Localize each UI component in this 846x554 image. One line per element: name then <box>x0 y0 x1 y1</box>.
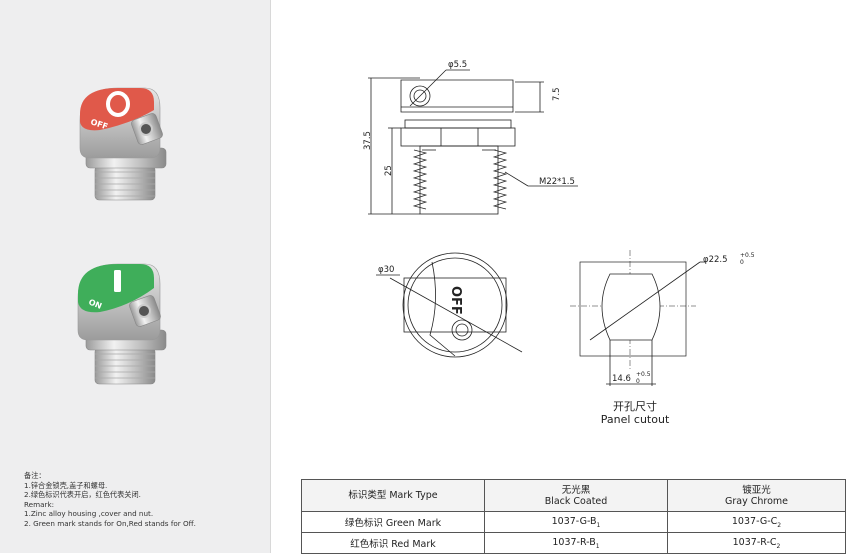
dim-cutout-diameter-tolerance-upper: +0.5 <box>740 252 755 259</box>
dim-body-diameter: φ30 <box>378 265 394 275</box>
row-mark-green: 绿色标识 Green Mark <box>301 511 485 533</box>
dim-cap-height: 7.5 <box>552 87 562 101</box>
panel-cutout-caption: 开孔尺寸 Panel cutout <box>560 400 710 426</box>
note-line-en-1: 1.Zinc alloy housing ,cover and nut. <box>24 509 154 519</box>
table-row: 绿色标识 Green Mark 1037-G-B1 1037-G-C2 <box>301 511 846 533</box>
dim-total-height: 37.5 <box>363 131 373 150</box>
dial-off-label: OFF <box>448 286 463 315</box>
row-red-chrome-code: 1037-R-C2 <box>667 532 846 554</box>
note-line-en-2: 2. Green mark stands for On,Red stands f… <box>24 518 196 528</box>
dim-cutout-flat: 14.6 <box>612 374 631 384</box>
panel-divider <box>270 0 271 553</box>
panel-cutout-caption-en: Panel cutout <box>600 413 670 426</box>
panel-cutout-caption-cn: 开孔尺寸 <box>613 400 657 413</box>
table-row: 红色标识 Red Mark 1037-R-B1 1037-R-C2 <box>301 532 846 554</box>
dim-cutout-diameter-tolerance-lower: 0 <box>740 259 744 266</box>
dim-hole-diameter: φ5.5 <box>448 60 467 70</box>
note-line-cn-1: 1.锌合金锁壳,盖子和螺母. <box>24 480 108 490</box>
dim-cutout-flat-tolerance-lower: 0 <box>636 378 640 385</box>
dim-thread-length: 25 <box>384 165 394 176</box>
off-lock-product-image: OFF <box>79 87 167 201</box>
row-mark-red: 红色标识 Red Mark <box>301 532 485 554</box>
technical-drawing: φ5.5 7.5 37.5 25 M22*1.5 φ30 φ22.5 +0.5 … <box>363 60 755 386</box>
row-red-black-code: 1037-R-B1 <box>484 532 668 554</box>
dim-cutout-diameter: φ22.5 <box>703 255 728 265</box>
remarks-block: 备注： 1.锌合金锁壳,盖子和螺母. 2.绿色标识代表开启，红色代表关闭. Re… <box>24 471 264 529</box>
on-lock-product-image: ON <box>77 263 167 385</box>
note-line-cn-2: 2.绿色标识代表开启，红色代表关闭. <box>24 490 141 500</box>
row-green-black-code: 1037-G-B1 <box>484 511 668 533</box>
notes-title: 备注： <box>24 471 46 480</box>
header-mark-type: 标识类型 Mark Type <box>301 479 485 512</box>
remark-label: Remark: <box>24 499 55 509</box>
dim-cutout-flat-tolerance-upper: +0.5 <box>636 371 651 378</box>
dim-thread-spec: M22*1.5 <box>539 177 575 187</box>
row-green-chrome-code: 1037-G-C2 <box>667 511 846 533</box>
